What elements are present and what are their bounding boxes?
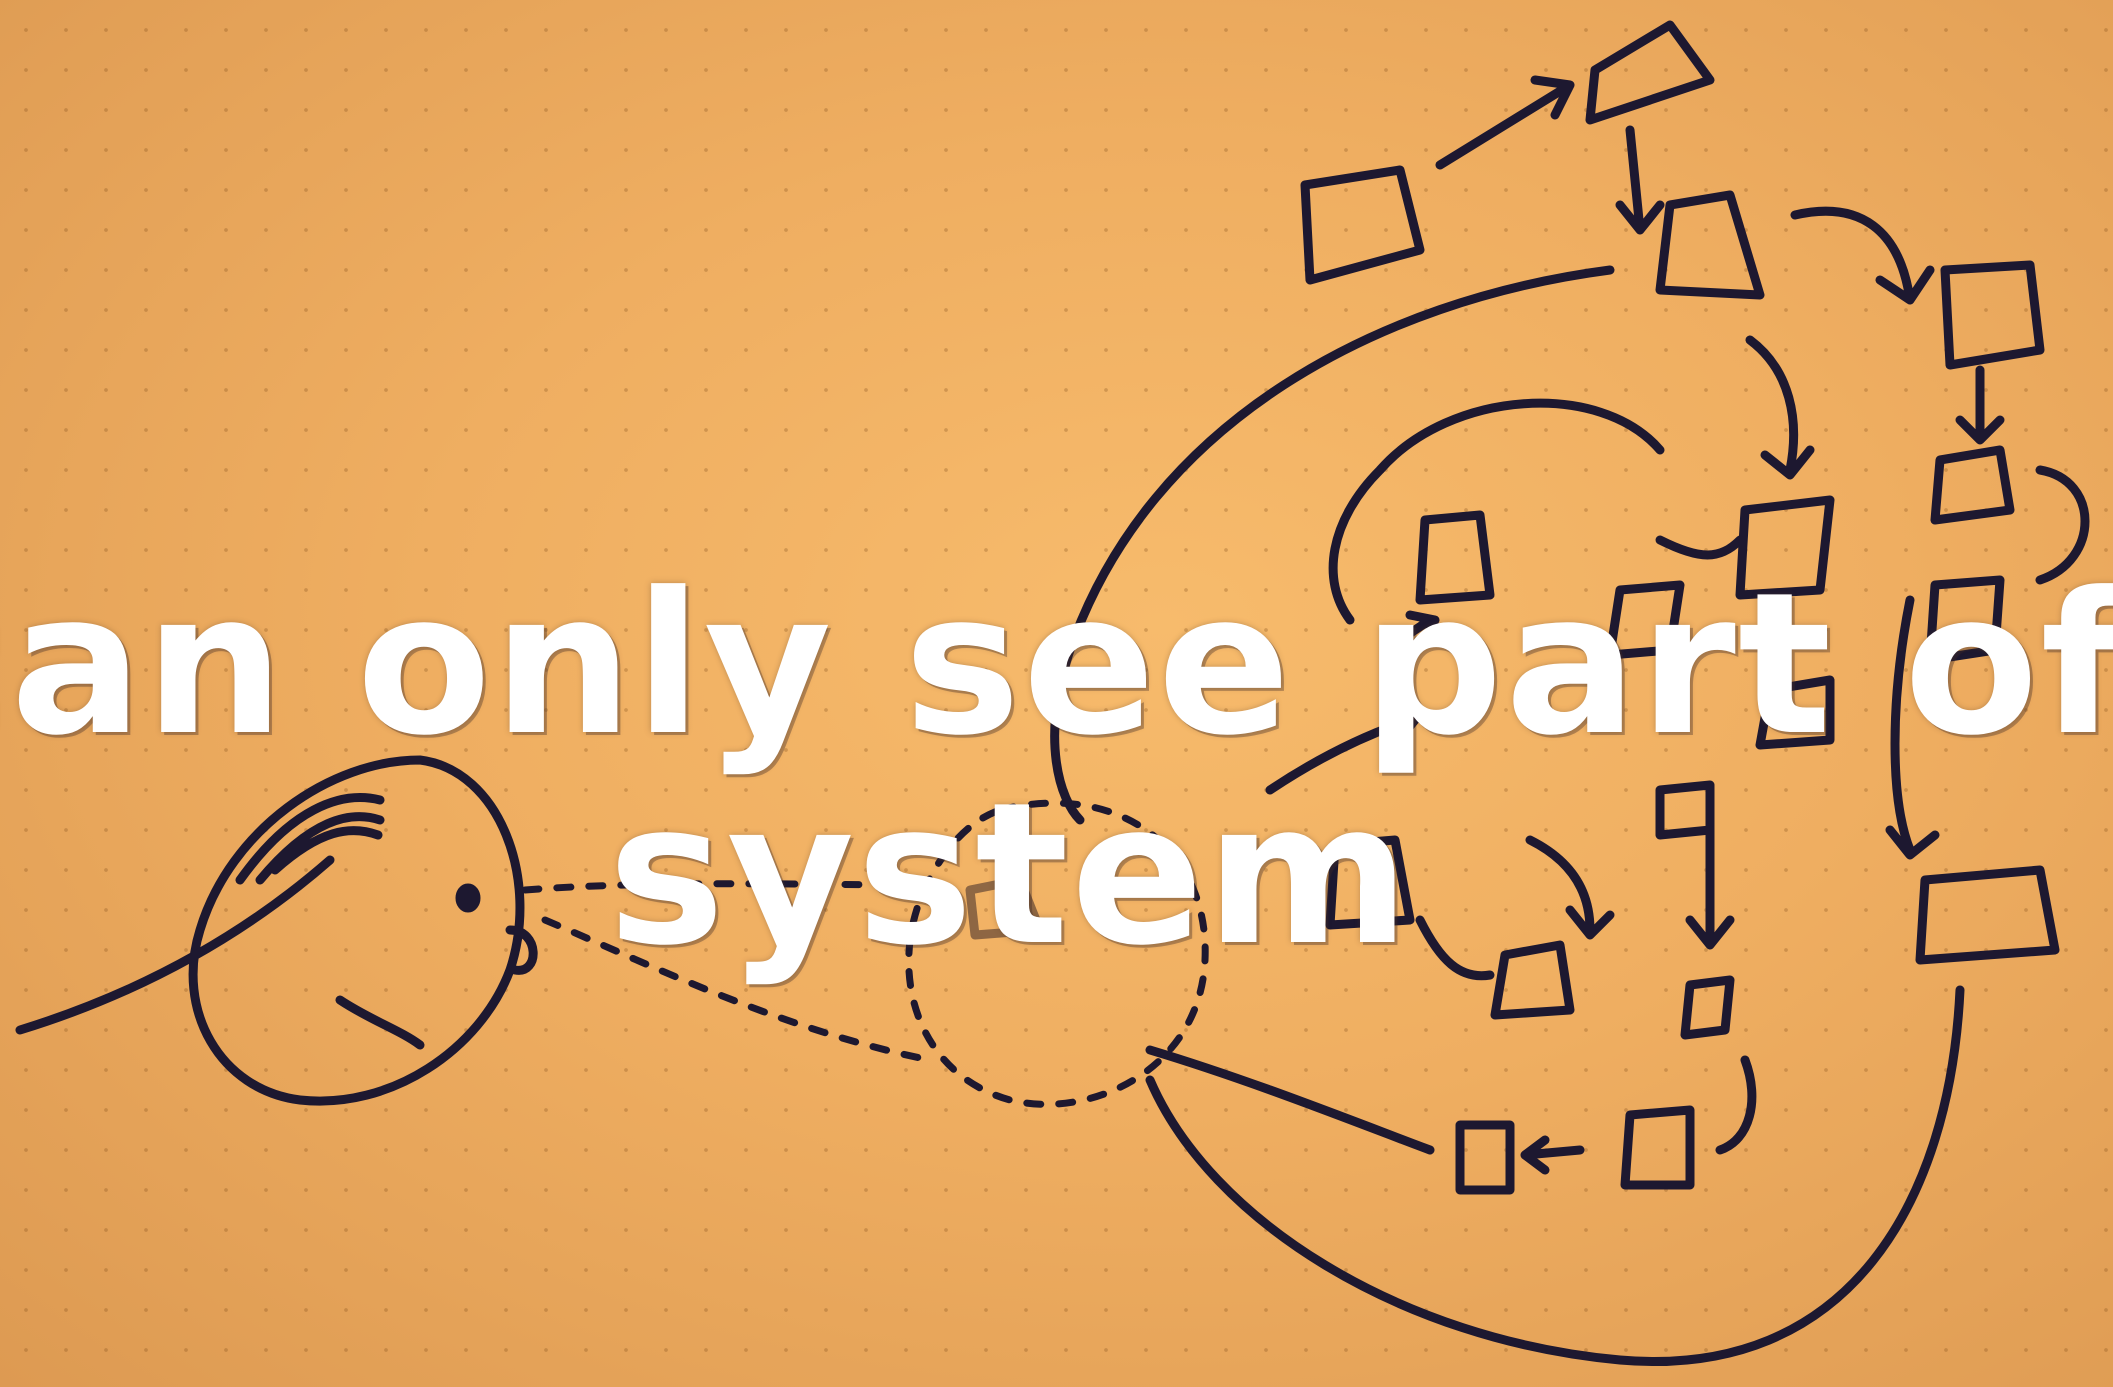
node-low-2 xyxy=(1685,980,1730,1035)
node-low-3 xyxy=(1460,1125,1510,1190)
node-low-4 xyxy=(1625,1110,1690,1185)
node-top-left xyxy=(1305,170,1420,280)
arrow-5 xyxy=(1960,370,2000,440)
arrow-15 xyxy=(1720,1060,1752,1150)
node-upper-right xyxy=(1945,265,2040,365)
caption-line-1: can only see part of xyxy=(0,551,2113,779)
arrow-16 xyxy=(1150,1050,1430,1150)
mouth xyxy=(340,1000,420,1045)
node-top xyxy=(1590,25,1710,120)
arrow-1 xyxy=(1440,80,1570,165)
arrow-3 xyxy=(1795,211,1930,300)
node-upper-mid xyxy=(1660,195,1760,295)
arrow-2 xyxy=(1620,130,1660,230)
arrow-14 xyxy=(1525,1140,1580,1170)
node-right-1 xyxy=(1935,450,2010,520)
arrow-4 xyxy=(1750,340,1810,475)
caption-line-2: system xyxy=(608,761,1412,989)
caption-heading: can only see part of system xyxy=(0,560,2113,980)
